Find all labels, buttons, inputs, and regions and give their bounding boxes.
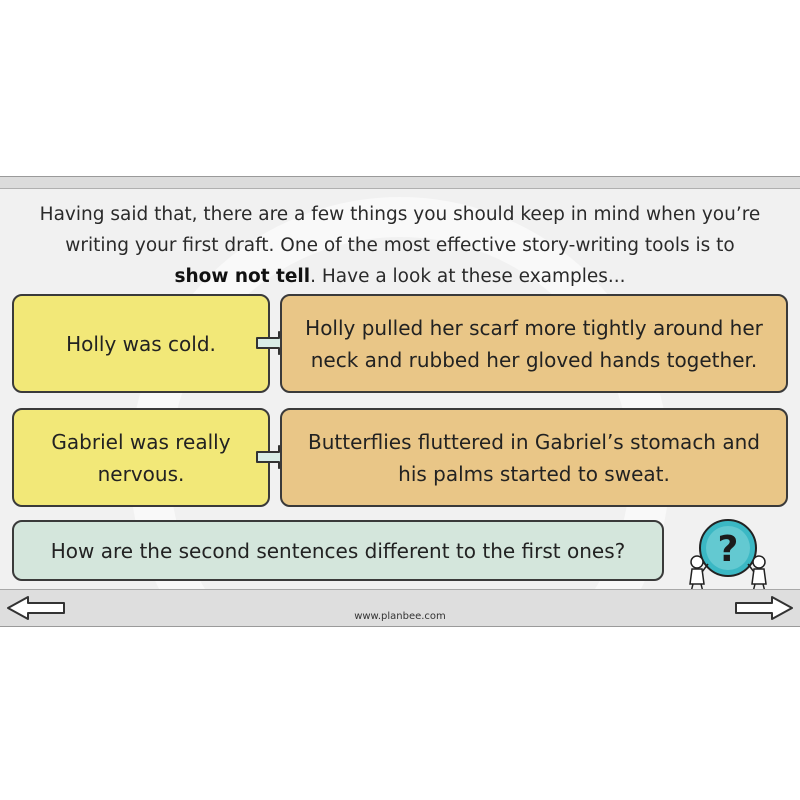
slide-top-bar <box>0 177 800 189</box>
question-text: How are the second sentences different t… <box>50 538 626 563</box>
tell-box-2-line-1: Gabriel was really <box>51 429 231 454</box>
tell-box-1-line-1: Holly was cold. <box>66 331 216 356</box>
bottom-bar <box>0 589 800 626</box>
show-box-2-line-1: Butterflies fluttered in Gabriel’s stoma… <box>308 429 760 454</box>
slide: Having said that, there are a few things… <box>0 176 800 627</box>
show-box-2: Butterflies fluttered in Gabriel’s stoma… <box>280 408 788 507</box>
intro-line-2: writing your first draft. One of the mos… <box>65 235 735 256</box>
tell-box-1: Holly was cold. <box>12 294 270 393</box>
show-box-1: Holly pulled her scarf more tightly arou… <box>280 294 788 393</box>
footer-url: www.planbee.com <box>354 611 446 622</box>
question-mark-glyph: ? <box>718 529 739 570</box>
thinking-characters-question-icon: ? <box>689 519 767 593</box>
previous-arrow-icon[interactable] <box>6 595 68 621</box>
intro-text: Having said that, there are a few things… <box>20 199 780 292</box>
tell-box-2: Gabriel was really nervous. <box>12 408 270 507</box>
show-box-1-line-1: Holly pulled her scarf more tightly arou… <box>305 315 763 340</box>
show-box-1-line-2: neck and rubbed her gloved hands togethe… <box>310 347 758 372</box>
show-box-2-line-2: his palms started to sweat. <box>398 461 670 486</box>
intro-bold-phrase: show not tell <box>174 266 311 287</box>
intro-line-3-rest: . Have a look at these examples... <box>310 266 626 287</box>
tell-box-2-line-2: nervous. <box>97 461 185 486</box>
next-arrow-icon[interactable] <box>732 595 794 621</box>
intro-line-1: Having said that, there are a few things… <box>39 204 761 225</box>
question-box: How are the second sentences different t… <box>12 520 664 581</box>
intro-line-3: show not tell. Have a look at these exam… <box>20 261 780 292</box>
